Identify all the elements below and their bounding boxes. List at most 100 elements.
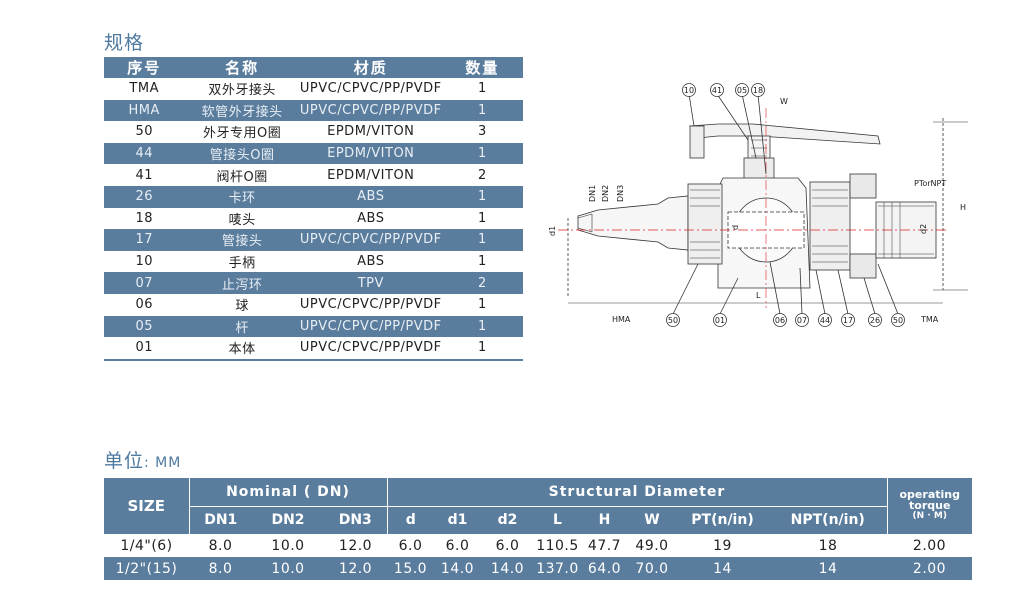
spec-cell: 1 <box>477 81 487 97</box>
callout-bubble: 10 <box>682 83 696 97</box>
dims-sub-header: d <box>387 506 434 534</box>
spec-cell: 2 <box>441 272 523 294</box>
dims-cell: 49.0 <box>628 533 676 557</box>
tma-label: TMA <box>920 315 939 324</box>
callout-number: 50 <box>668 316 678 325</box>
dims-cell: 14.0 <box>434 557 481 580</box>
callout-number: 05 <box>737 86 747 95</box>
dims-sub-header: d2 <box>481 506 534 534</box>
callout-circle <box>751 83 765 97</box>
callout-number: 41 <box>712 86 722 95</box>
spec-cell: TMA <box>129 81 159 97</box>
spec-cell: 3 <box>477 124 487 140</box>
dims-sub-header: PT(n/in) <box>676 506 769 534</box>
spec-cell: 1 <box>441 229 523 251</box>
valve-cross-section-drawing: DN1 DN2 DN3 d1 d d2 L H W PTorNPT HMA TM… <box>548 83 968 327</box>
callout-bubble: 26 <box>868 313 882 327</box>
spec-row: 50 外牙专用O圈 EPDM/VITON 3 <box>104 121 523 143</box>
d1-label: d1 <box>548 226 557 236</box>
callout-number: 07 <box>797 316 807 325</box>
size-header: SIZE <box>104 478 190 534</box>
callout-bubble: 01 <box>713 313 727 327</box>
spec-cell: 17 <box>104 229 185 251</box>
dims-cell: 1/2"(15) <box>104 557 189 580</box>
torque-header-line: torque <box>909 499 951 512</box>
dims-cell: 18 <box>769 533 887 557</box>
spec-cell: 44 <box>104 142 185 165</box>
spec-cell: 41 <box>135 167 153 183</box>
dims-cell: 64.0 <box>581 557 628 580</box>
callout-circle <box>713 313 727 327</box>
spec-cell: 2 <box>477 167 487 183</box>
dims-cell: 1/4"(6) <box>104 533 189 557</box>
dims-cell: 15.0 <box>387 557 434 580</box>
d2-label: d2 <box>919 224 928 234</box>
dims-cell: 110.5 <box>534 533 581 557</box>
unit-label: 单位 <box>104 450 145 472</box>
torque-header: operating torque (N · M) <box>886 478 972 534</box>
dn1-label: DN1 <box>588 185 597 202</box>
W-label: W <box>780 97 788 106</box>
spec-cell: UPVC/CPVC/PP/PVDF <box>299 337 442 361</box>
callout-bubble: 07 <box>795 313 809 327</box>
dims-cell: 8.0 <box>189 533 252 557</box>
spec-cell: 唛头 <box>228 212 256 228</box>
callout-number: 50 <box>893 316 903 325</box>
structural-header: Structural Diameter <box>387 478 887 507</box>
callout-circle <box>773 313 787 327</box>
dims-sub-header: L <box>534 506 581 534</box>
H-label: H <box>960 203 966 212</box>
dims-cell: 10.0 <box>252 533 324 557</box>
dims-cell: 14.0 <box>481 557 534 580</box>
spec-cell: UPVC/CPVC/PP/PVDF <box>299 297 442 313</box>
callout-bubble: 18 <box>751 83 765 97</box>
callout-number: 44 <box>820 316 830 325</box>
spec-cell: EPDM/VITON <box>299 142 442 165</box>
torque-header-line: operating <box>899 488 960 501</box>
spec-cell: 26 <box>104 185 185 208</box>
spec-cell: ABS <box>299 185 442 208</box>
spec-cell: 1 <box>441 337 523 361</box>
spec-cell: EPDM/VITON <box>327 124 415 140</box>
dims-cell: 14 <box>676 557 769 580</box>
callout-bubble: 06 <box>773 313 787 327</box>
bottom-callouts: 50 01 06 07 44 17 26 50 <box>666 313 905 327</box>
spec-cell: 50 <box>135 124 153 140</box>
dims-sub-header: d1 <box>434 506 481 534</box>
callout-number: 17 <box>843 316 853 325</box>
spec-cell: 10 <box>135 254 153 270</box>
callout-bubble: 50 <box>891 313 905 327</box>
dims-cell: 47.7 <box>581 533 628 557</box>
spec-cell: 外牙专用O圈 <box>203 126 282 142</box>
top-callouts: 10 41 05 18 <box>682 83 765 97</box>
dims-cell: 6.0 <box>481 533 534 557</box>
callout-circle <box>795 313 809 327</box>
thread-label: PTorNPT <box>914 179 946 188</box>
dims-cell: 2.00 <box>887 533 972 557</box>
spec-cell: 1 <box>477 254 487 270</box>
spec-cell: 01 <box>104 337 185 361</box>
spec-cell: 1 <box>477 297 487 313</box>
callout-circle <box>710 83 724 97</box>
callout-circle <box>868 313 882 327</box>
dn3-label: DN3 <box>616 185 625 202</box>
dims-cell: 10.0 <box>252 557 324 580</box>
callout-number: 10 <box>684 86 694 95</box>
spec-cell: 管接头 <box>184 229 300 251</box>
spec-cell: EPDM/VITON <box>327 167 415 183</box>
callout-circle <box>818 313 832 327</box>
callout-circle <box>735 83 749 97</box>
spec-cell: 1 <box>441 142 523 165</box>
dims-cell: 137.0 <box>534 557 581 580</box>
spec-cell: 1 <box>441 315 523 338</box>
dims-cell: 6.0 <box>387 533 434 557</box>
dims-cell: 6.0 <box>434 533 481 557</box>
L-label: L <box>756 291 761 300</box>
